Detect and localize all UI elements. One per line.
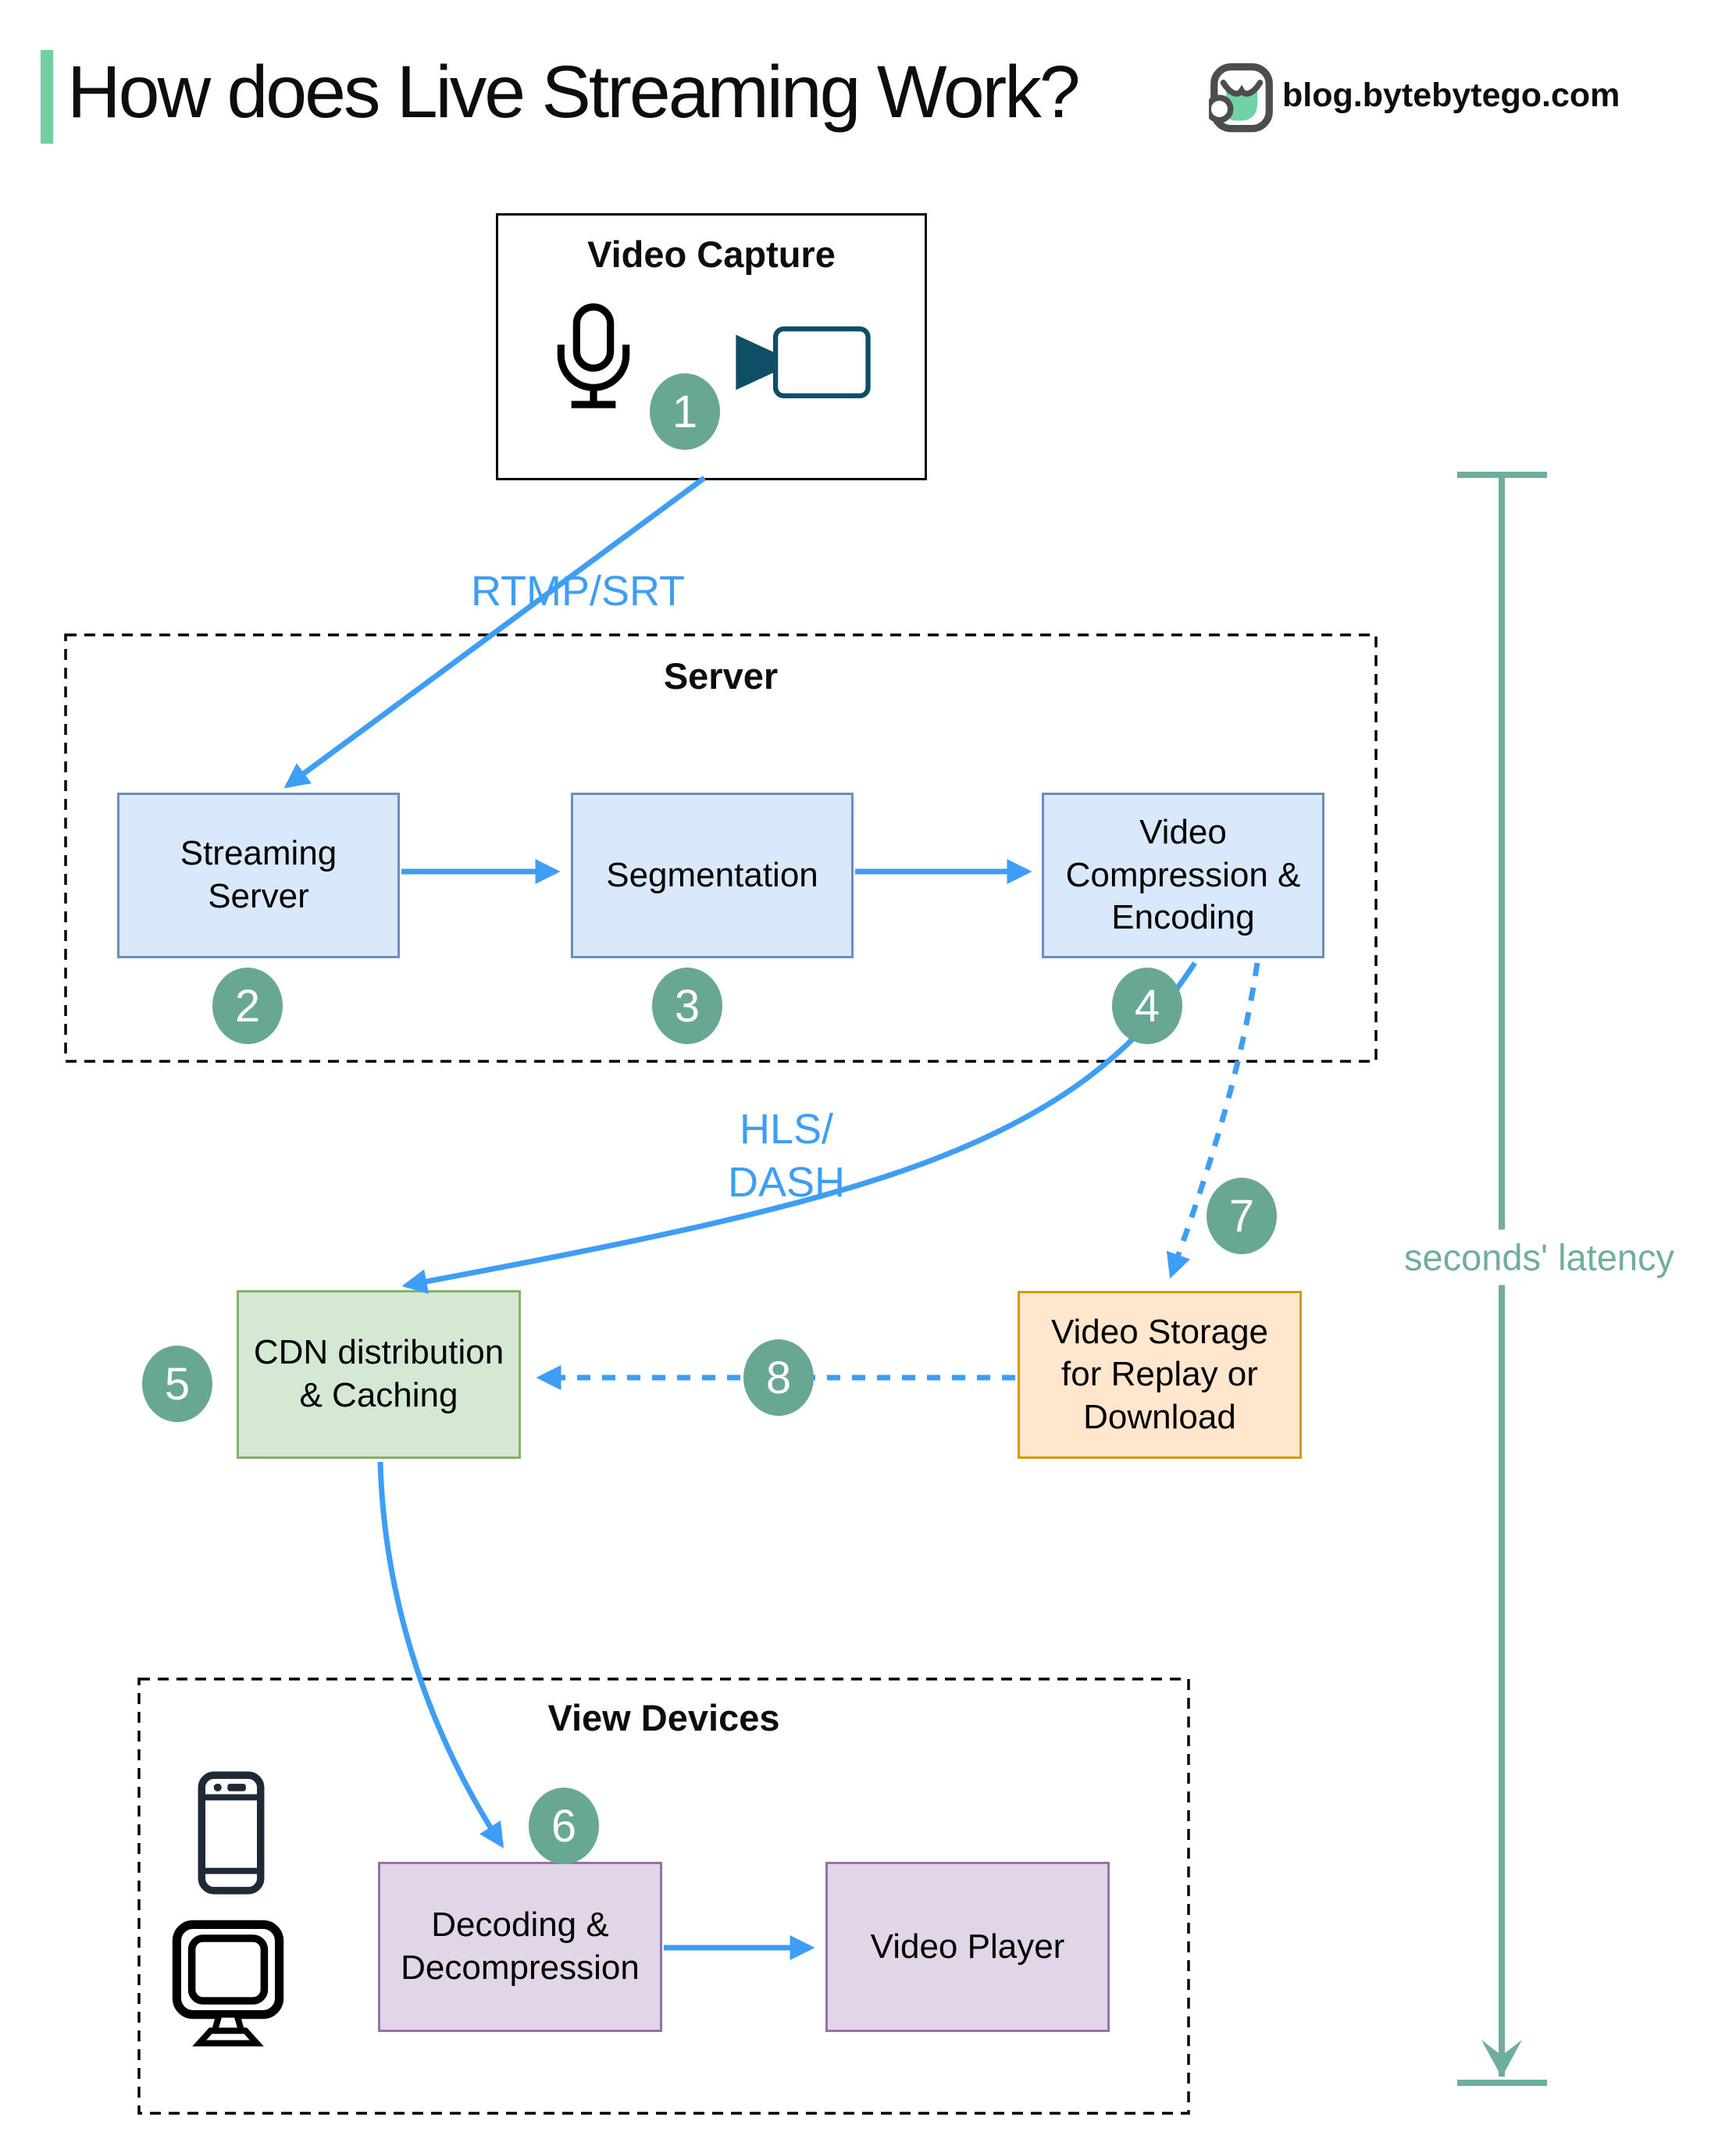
edge-capture-to-streaming [283, 476, 707, 789]
microphone-icon [557, 303, 630, 408]
node-cdn-label: CDN distribution & Caching [253, 1333, 504, 1414]
node-video-capture-label: Video Capture [587, 234, 836, 275]
node-video-compression: Video Compression & Encoding [1042, 793, 1324, 958]
step-badge-1: 1 [650, 373, 720, 450]
edge-label-hls-dash: HLS/ DASH [727, 1106, 846, 1206]
node-video-storage: Video Storage for Replay or Download [1018, 1291, 1302, 1459]
node-segmentation: Segmentation [571, 793, 854, 958]
step-badge-7: 7 [1207, 1178, 1277, 1254]
node-video-storage-label: Video Storage for Replay or Download [1050, 1312, 1269, 1436]
edge-cdn-to-decoding [377, 1461, 504, 1849]
monitor-icon [172, 1920, 284, 2047]
step-badge-2: 2 [212, 968, 283, 1044]
step-badge-3: 3 [652, 968, 722, 1044]
step-badge-4: 4 [1112, 968, 1182, 1044]
node-video-compression-label: Video Compression & Encoding [1065, 813, 1301, 937]
node-streaming-server: Streaming Server [117, 793, 400, 958]
edge-compression-to-storage-dashed [1166, 962, 1260, 1279]
edge-label-rtmp-srt: RTMP/SRT [470, 568, 686, 615]
video-camera-icon [736, 326, 871, 398]
latency-label: seconds' latency [1394, 1229, 1684, 1285]
bytebytego-logo-icon [1209, 63, 1273, 133]
node-streaming-server-label: Streaming Server [180, 834, 337, 915]
brand-url: blog.bytebytego.com [1282, 77, 1620, 114]
node-video-player-label: Video Player [870, 1927, 1065, 1966]
step-badge-6: 6 [529, 1788, 599, 1864]
step-badge-8: 8 [743, 1339, 814, 1416]
title-accent-bar [41, 50, 53, 144]
server-group-label: Server [663, 655, 779, 697]
node-cdn: CDN distribution & Caching [237, 1290, 521, 1459]
server-group-border [64, 633, 1378, 1063]
step-badge-5: 5 [142, 1346, 212, 1422]
node-segmentation-label: Segmentation [606, 855, 818, 894]
node-decoding: Decoding & Decompression [378, 1862, 662, 2032]
view-devices-group-border [137, 1677, 1190, 2115]
node-video-player: Video Player [825, 1862, 1110, 2032]
view-devices-group-label: View Devices [547, 1697, 780, 1738]
page-title: How does Live Streaming Work? [67, 51, 1081, 134]
node-decoding-label: Decoding & Decompression [401, 1906, 640, 1987]
smartphone-icon [198, 1771, 265, 1895]
